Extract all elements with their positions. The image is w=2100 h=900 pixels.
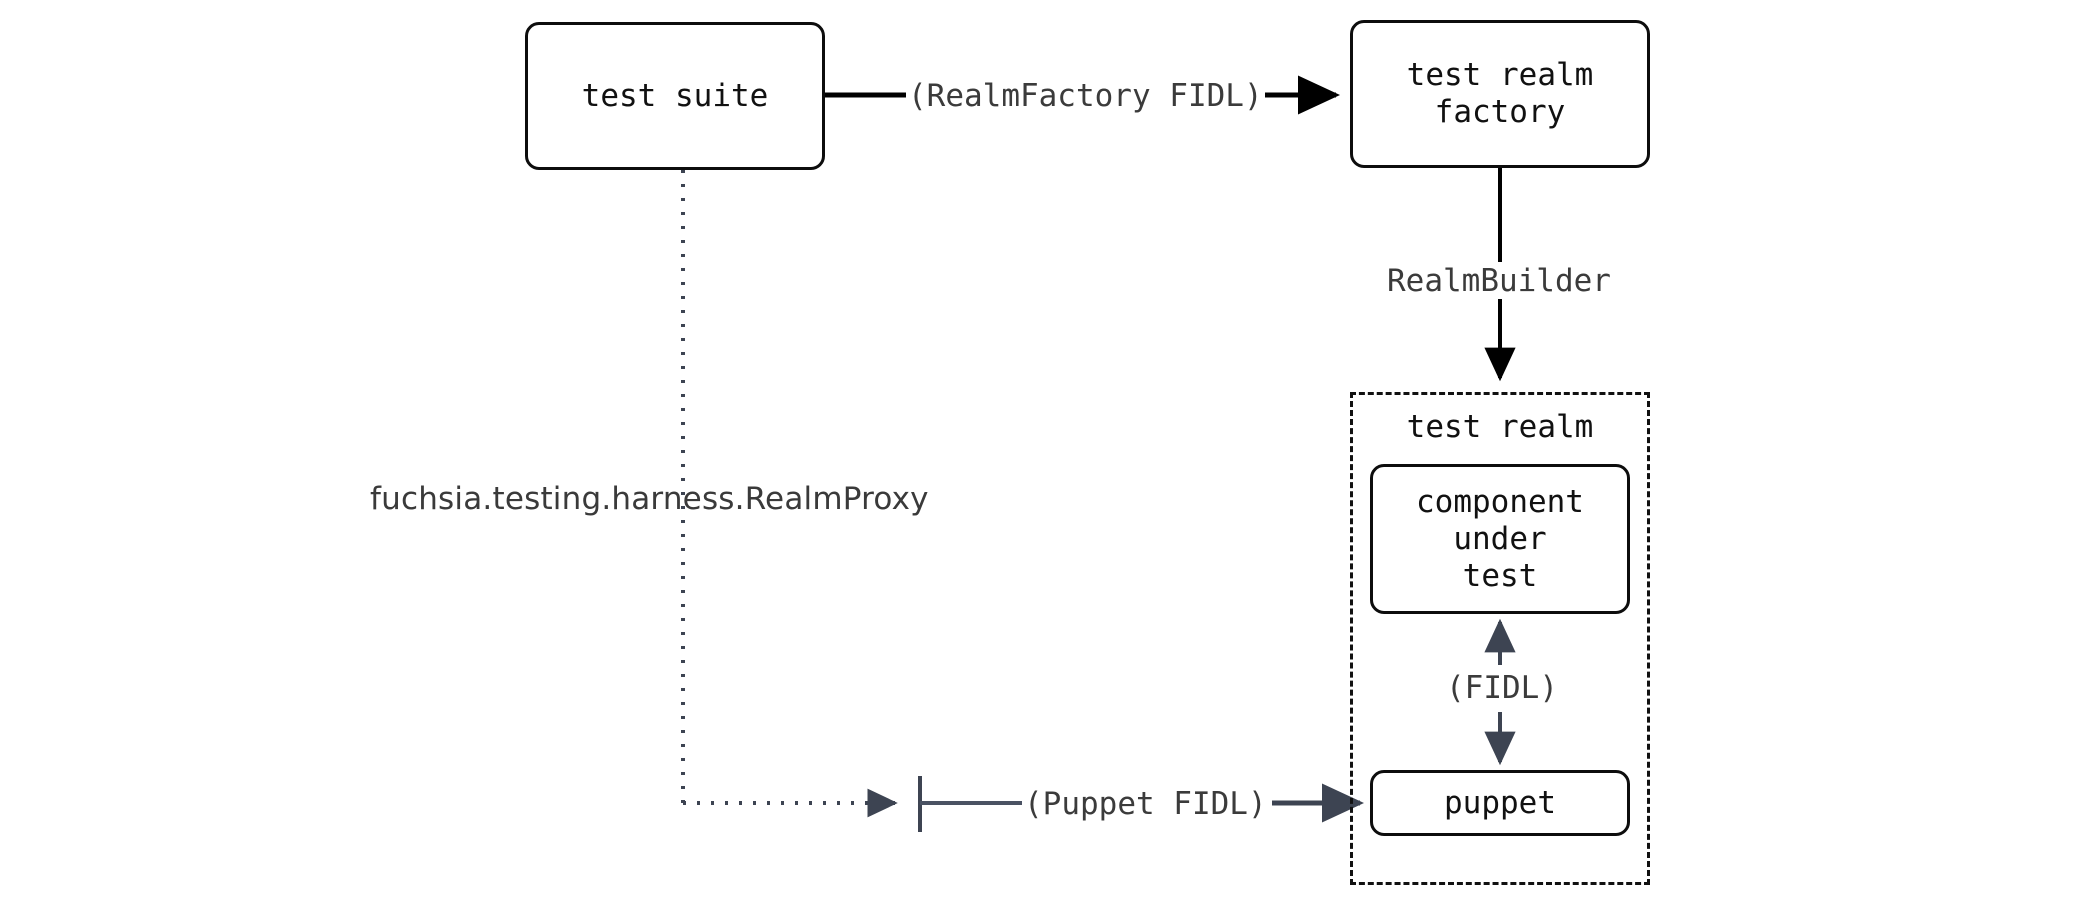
node-test-suite[interactable]: test suite bbox=[525, 22, 825, 170]
node-test-realm-factory[interactable]: test realm factory bbox=[1350, 20, 1650, 168]
node-component-under-test[interactable]: component under test bbox=[1370, 464, 1630, 614]
test-realm-container: test realm bbox=[1350, 392, 1650, 885]
edge-suite-to-puppet bbox=[681, 170, 1365, 832]
node-test-realm-factory-label: test realm factory bbox=[1406, 57, 1594, 130]
test-realm-title: test realm bbox=[1406, 409, 1594, 445]
annotation-realm-proxy: fuchsia.testing.harness.RealmProxy bbox=[370, 481, 929, 517]
node-test-suite-label: test suite bbox=[581, 77, 769, 114]
node-component-under-test-label: component under test bbox=[1416, 483, 1584, 594]
node-puppet-label: puppet bbox=[1444, 784, 1556, 821]
edge-label-realm-factory-fidl: (RealmFactory FIDL) bbox=[906, 78, 1265, 114]
edge-label-realm-builder: RealmBuilder bbox=[1385, 263, 1613, 299]
edge-label-fidl: (FIDL) bbox=[1444, 670, 1560, 706]
edge-label-puppet-fidl: (Puppet FIDL) bbox=[1022, 786, 1269, 822]
node-puppet[interactable]: puppet bbox=[1370, 770, 1630, 836]
